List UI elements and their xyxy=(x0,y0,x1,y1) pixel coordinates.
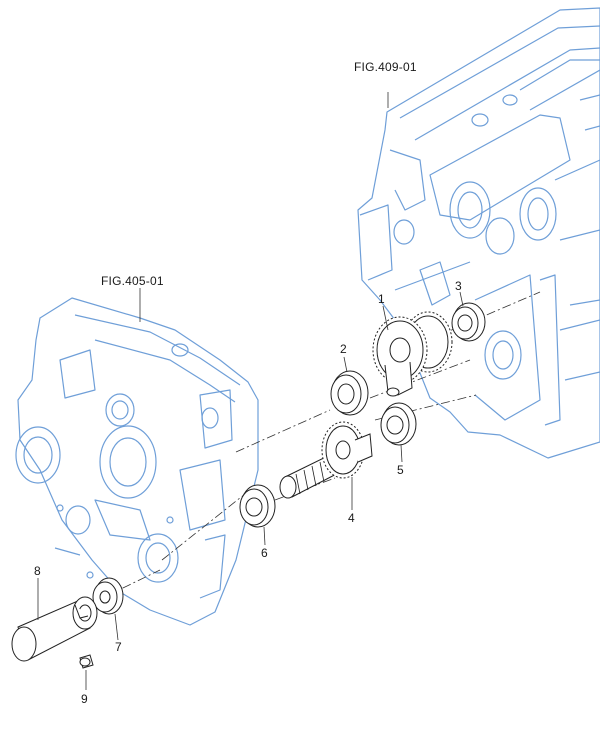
part-number-3: 3 xyxy=(455,279,462,293)
bearing-part-5 xyxy=(380,402,417,446)
part-number-9: 9 xyxy=(81,692,88,706)
left-housing xyxy=(15,297,259,626)
shaft-gear-part-4 xyxy=(279,421,373,499)
part-number-4: 4 xyxy=(348,511,355,525)
bearing-part-6 xyxy=(239,484,276,528)
gear-part-1 xyxy=(372,311,453,397)
fig-ref-left-label: FIG.405-01 xyxy=(101,274,164,288)
upper-housing xyxy=(357,7,600,459)
washer-part-7 xyxy=(92,577,124,615)
sleeve-part-8 xyxy=(11,596,98,662)
part-number-8: 8 xyxy=(34,564,41,578)
fig-ref-upper-label: FIG.409-01 xyxy=(354,60,417,74)
bolt-part-9 xyxy=(79,654,94,669)
part-number-2: 2 xyxy=(340,342,347,356)
part-number-1: 1 xyxy=(378,292,385,306)
part-number-5: 5 xyxy=(397,463,404,477)
part-number-7: 7 xyxy=(115,640,122,654)
part-number-6: 6 xyxy=(261,546,268,560)
leader-lines xyxy=(37,92,464,690)
bearing-part-2 xyxy=(330,370,369,416)
bearing-part-3 xyxy=(451,302,486,342)
